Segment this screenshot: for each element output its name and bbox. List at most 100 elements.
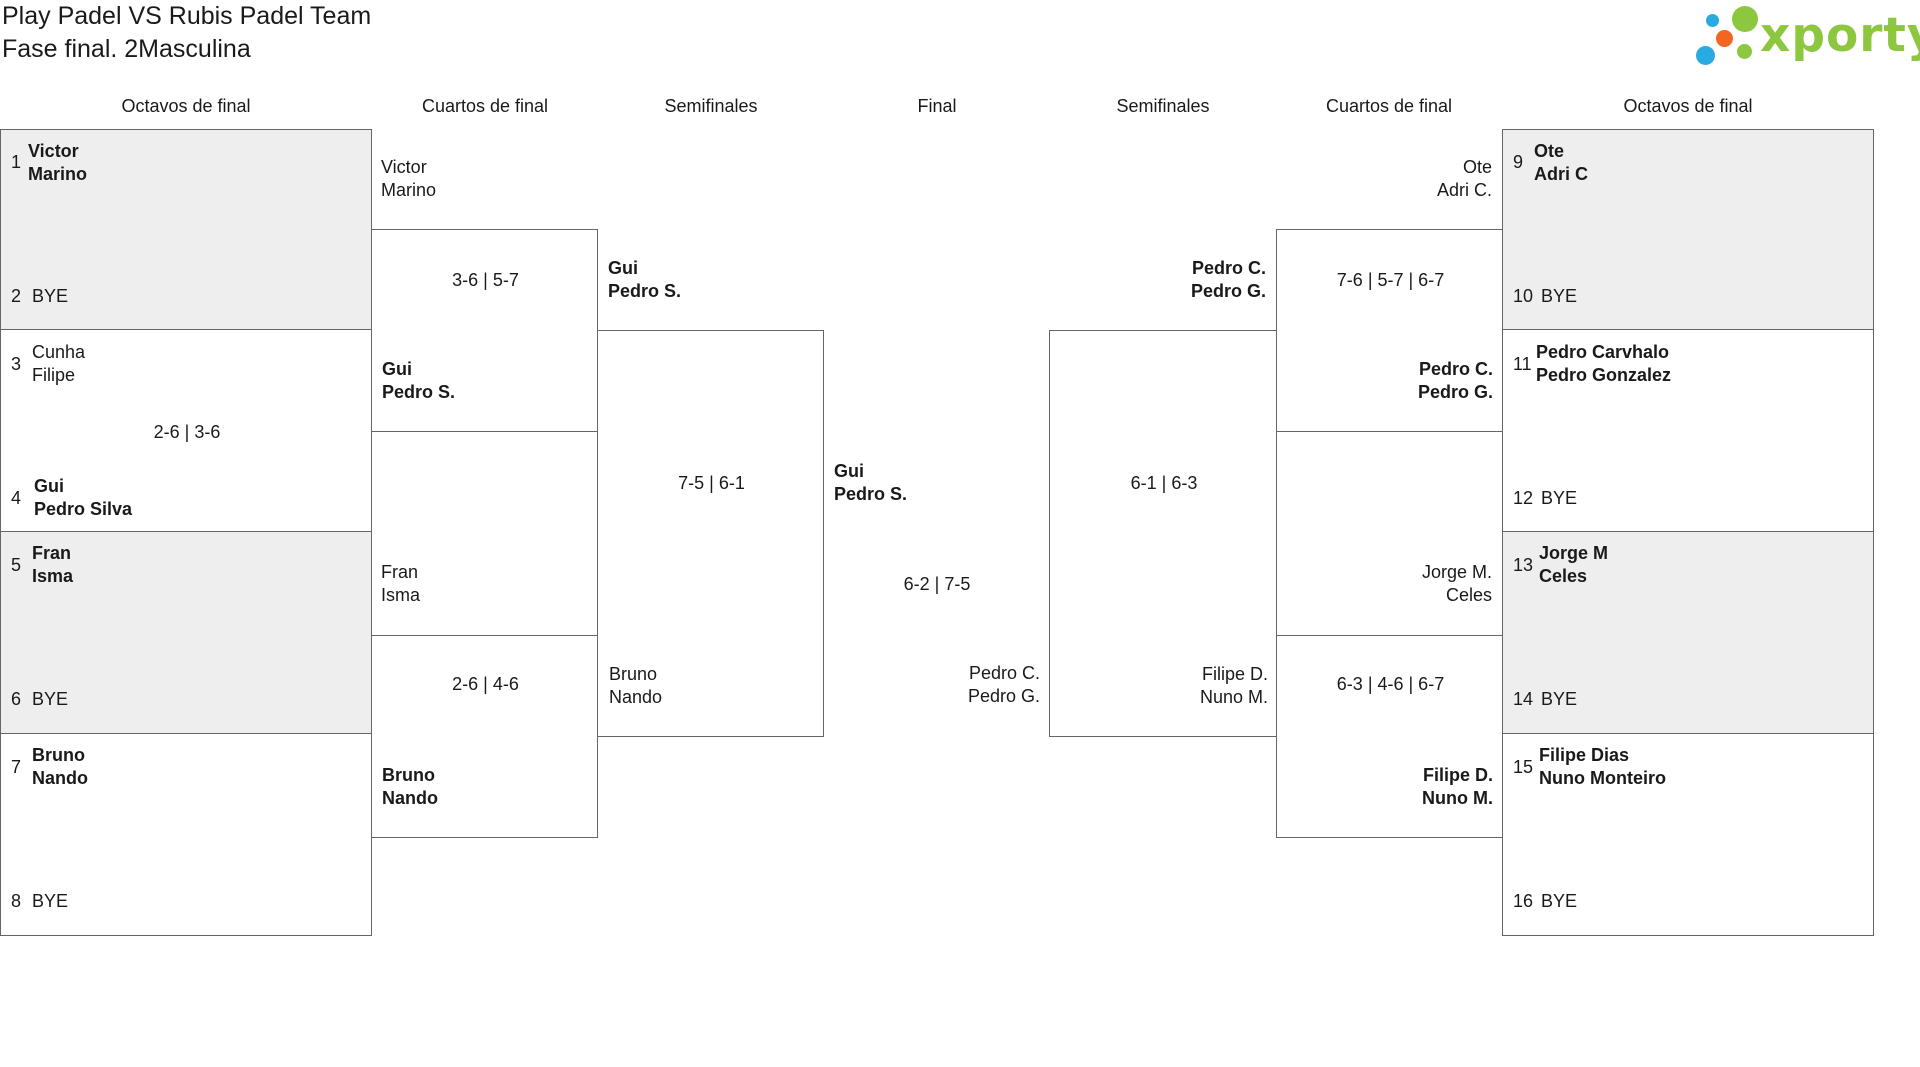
- bye-label: BYE: [32, 689, 69, 709]
- player-name: Nuno M.: [1422, 788, 1493, 808]
- final-winner: Gui: [834, 461, 864, 481]
- match-score: 2-6 | 4-6: [452, 674, 519, 694]
- header-semis-left: Semifinales: [664, 96, 758, 116]
- player-name: Nando: [382, 788, 438, 808]
- logo-dot-blue: [1696, 46, 1715, 65]
- qf-right-1-team-top: Ote: [1462, 157, 1492, 177]
- final-runner-up: Pedro G.: [967, 686, 1040, 706]
- player-name: Gui: [382, 359, 412, 379]
- qf-left-match-2[interactable]: 2-6 | 4-6 Bruno Nando: [371, 635, 598, 838]
- seed-number: 9: [1513, 152, 1524, 172]
- player-name: Pedro Silva: [34, 499, 133, 519]
- player-name: Filipe D.: [1422, 765, 1493, 785]
- player-name: Pedro Carvhalo: [1536, 342, 1670, 362]
- qf-left-2-team-top: Fran: [381, 562, 419, 582]
- player-name: Nuno M.: [1199, 687, 1268, 707]
- seed-number: 14: [1513, 689, 1534, 709]
- bye-label: BYE: [1541, 891, 1578, 911]
- xporty-logo: xporty: [1696, 4, 1920, 66]
- match-score: 6-3 | 4-6 | 6-7: [1336, 674, 1445, 694]
- player-name: Jorge M: [1539, 543, 1609, 563]
- r16-right-match-3[interactable]: 13 Jorge M Celes 14 BYE: [1502, 531, 1874, 734]
- bye-label: BYE: [32, 891, 69, 911]
- seed-number: 6: [11, 689, 22, 709]
- seed-number: 12: [1513, 488, 1534, 508]
- r16-left-match-2[interactable]: 3 Cunha Filipe 2-6 | 3-6 4 Gui Pedro Sil…: [0, 329, 372, 532]
- logo-dot-green: [1732, 6, 1758, 32]
- qf-left-1-team-top: Marino: [381, 180, 437, 200]
- header-octavos-right: Octavos de final: [1623, 96, 1753, 116]
- seed-number: 5: [11, 555, 22, 575]
- final-score: 6-2 | 7-5: [903, 574, 971, 594]
- r16-left-match-1[interactable]: 1 Victor Marino 2 BYE: [0, 129, 372, 330]
- header-cuartos-left: Cuartos de final: [421, 96, 549, 116]
- player-name: Nuno Monteiro: [1539, 768, 1666, 788]
- player-name: Celes: [1539, 566, 1588, 586]
- logo-text: xporty: [1760, 8, 1920, 63]
- page-subtitle: Fase final. 2Masculina: [2, 35, 251, 63]
- header-octavos-left: Octavos de final: [121, 96, 251, 116]
- player-name: Pedro C.: [1418, 359, 1493, 379]
- qf-right-2-team-top: Celes: [1445, 585, 1492, 605]
- player-name: Gui: [34, 476, 64, 496]
- player-name: Filipe D.: [1201, 664, 1268, 684]
- seed-number: 1: [11, 152, 22, 172]
- qf-right-match-1[interactable]: 7-6 | 5-7 | 6-7 Pedro C. Pedro G.: [1276, 229, 1503, 432]
- final-runner-up: Pedro C.: [968, 663, 1040, 683]
- final-winner: Pedro S.: [834, 484, 908, 504]
- match-score: 3-6 | 5-7: [452, 270, 519, 290]
- sf-right-match[interactable]: 6-1 | 6-3 Filipe D. Nuno M.: [1049, 330, 1277, 737]
- player-name: Pedro S.: [382, 382, 456, 402]
- seed-number: 8: [11, 891, 22, 911]
- match-score: 7-5 | 6-1: [678, 473, 745, 493]
- match-score: 7-6 | 5-7 | 6-7: [1336, 270, 1445, 290]
- seed-number: 2: [11, 286, 22, 306]
- player-name: Nando: [32, 768, 88, 788]
- seed-number: 16: [1513, 891, 1534, 911]
- sf-left-match[interactable]: 7-5 | 6-1 Bruno Nando: [597, 330, 824, 737]
- r16-right-match-2[interactable]: 11 Pedro Carvhalo Pedro Gonzalez 12 BYE: [1502, 329, 1874, 532]
- header-final: Final: [917, 96, 957, 116]
- qf-left-1-team-top: Victor: [381, 157, 427, 177]
- logo-dot-blue-small: [1706, 14, 1719, 27]
- player-name: Nando: [609, 687, 663, 707]
- sf-left-team-top: Pedro S.: [608, 281, 682, 301]
- header-semis-right: Semifinales: [1116, 96, 1210, 116]
- player-name: Victor: [28, 141, 79, 161]
- match-score: 6-1 | 6-3: [1130, 473, 1198, 493]
- seed-number: 13: [1513, 555, 1534, 575]
- sf-right-team-top: Pedro G.: [1190, 281, 1266, 301]
- qf-right-2-team-top: Jorge M.: [1421, 562, 1492, 582]
- seed-number: 7: [11, 757, 22, 777]
- seed-number: 3: [11, 354, 22, 374]
- bye-label: BYE: [1541, 286, 1578, 306]
- qf-right-match-2[interactable]: 6-3 | 4-6 | 6-7 Filipe D. Nuno M.: [1276, 635, 1503, 838]
- bye-label: BYE: [32, 286, 69, 306]
- seed-number: 15: [1513, 757, 1534, 777]
- player-name: Cunha: [32, 342, 86, 362]
- seed-number: 11: [1513, 354, 1532, 374]
- r16-right-match-1[interactable]: 9 Ote Adri C 10 BYE: [1502, 129, 1874, 330]
- match-score: 2-6 | 3-6: [153, 422, 221, 442]
- qf-left-match-1[interactable]: 3-6 | 5-7 Gui Pedro S.: [371, 229, 598, 432]
- player-name: Isma: [32, 566, 74, 586]
- seed-number: 4: [11, 488, 22, 508]
- qf-right-1-team-top: Adri C.: [1436, 180, 1492, 200]
- player-name: Bruno: [32, 745, 85, 765]
- player-name: Marino: [28, 164, 88, 184]
- player-name: Fran: [32, 543, 72, 563]
- r16-right-match-4[interactable]: 15 Filipe Dias Nuno Monteiro 16 BYE: [1502, 733, 1874, 936]
- player-name: Adri C: [1534, 164, 1588, 184]
- sf-right-team-top: Pedro C.: [1191, 258, 1266, 278]
- logo-dot-green-small: [1737, 44, 1752, 59]
- qf-left-2-team-top: Isma: [381, 585, 421, 605]
- player-name: Filipe: [32, 365, 76, 385]
- r16-left-match-4[interactable]: 7 Bruno Nando 8 BYE: [0, 733, 372, 936]
- seed-number: 10: [1513, 286, 1534, 306]
- player-name: Pedro Gonzalez: [1536, 365, 1672, 385]
- sf-left-team-top: Gui: [608, 258, 638, 278]
- player-name: Filipe Dias: [1539, 745, 1630, 765]
- r16-left-match-3[interactable]: 5 Fran Isma 6 BYE: [0, 531, 372, 734]
- player-name: Bruno: [382, 765, 435, 785]
- player-name: Ote: [1534, 141, 1565, 161]
